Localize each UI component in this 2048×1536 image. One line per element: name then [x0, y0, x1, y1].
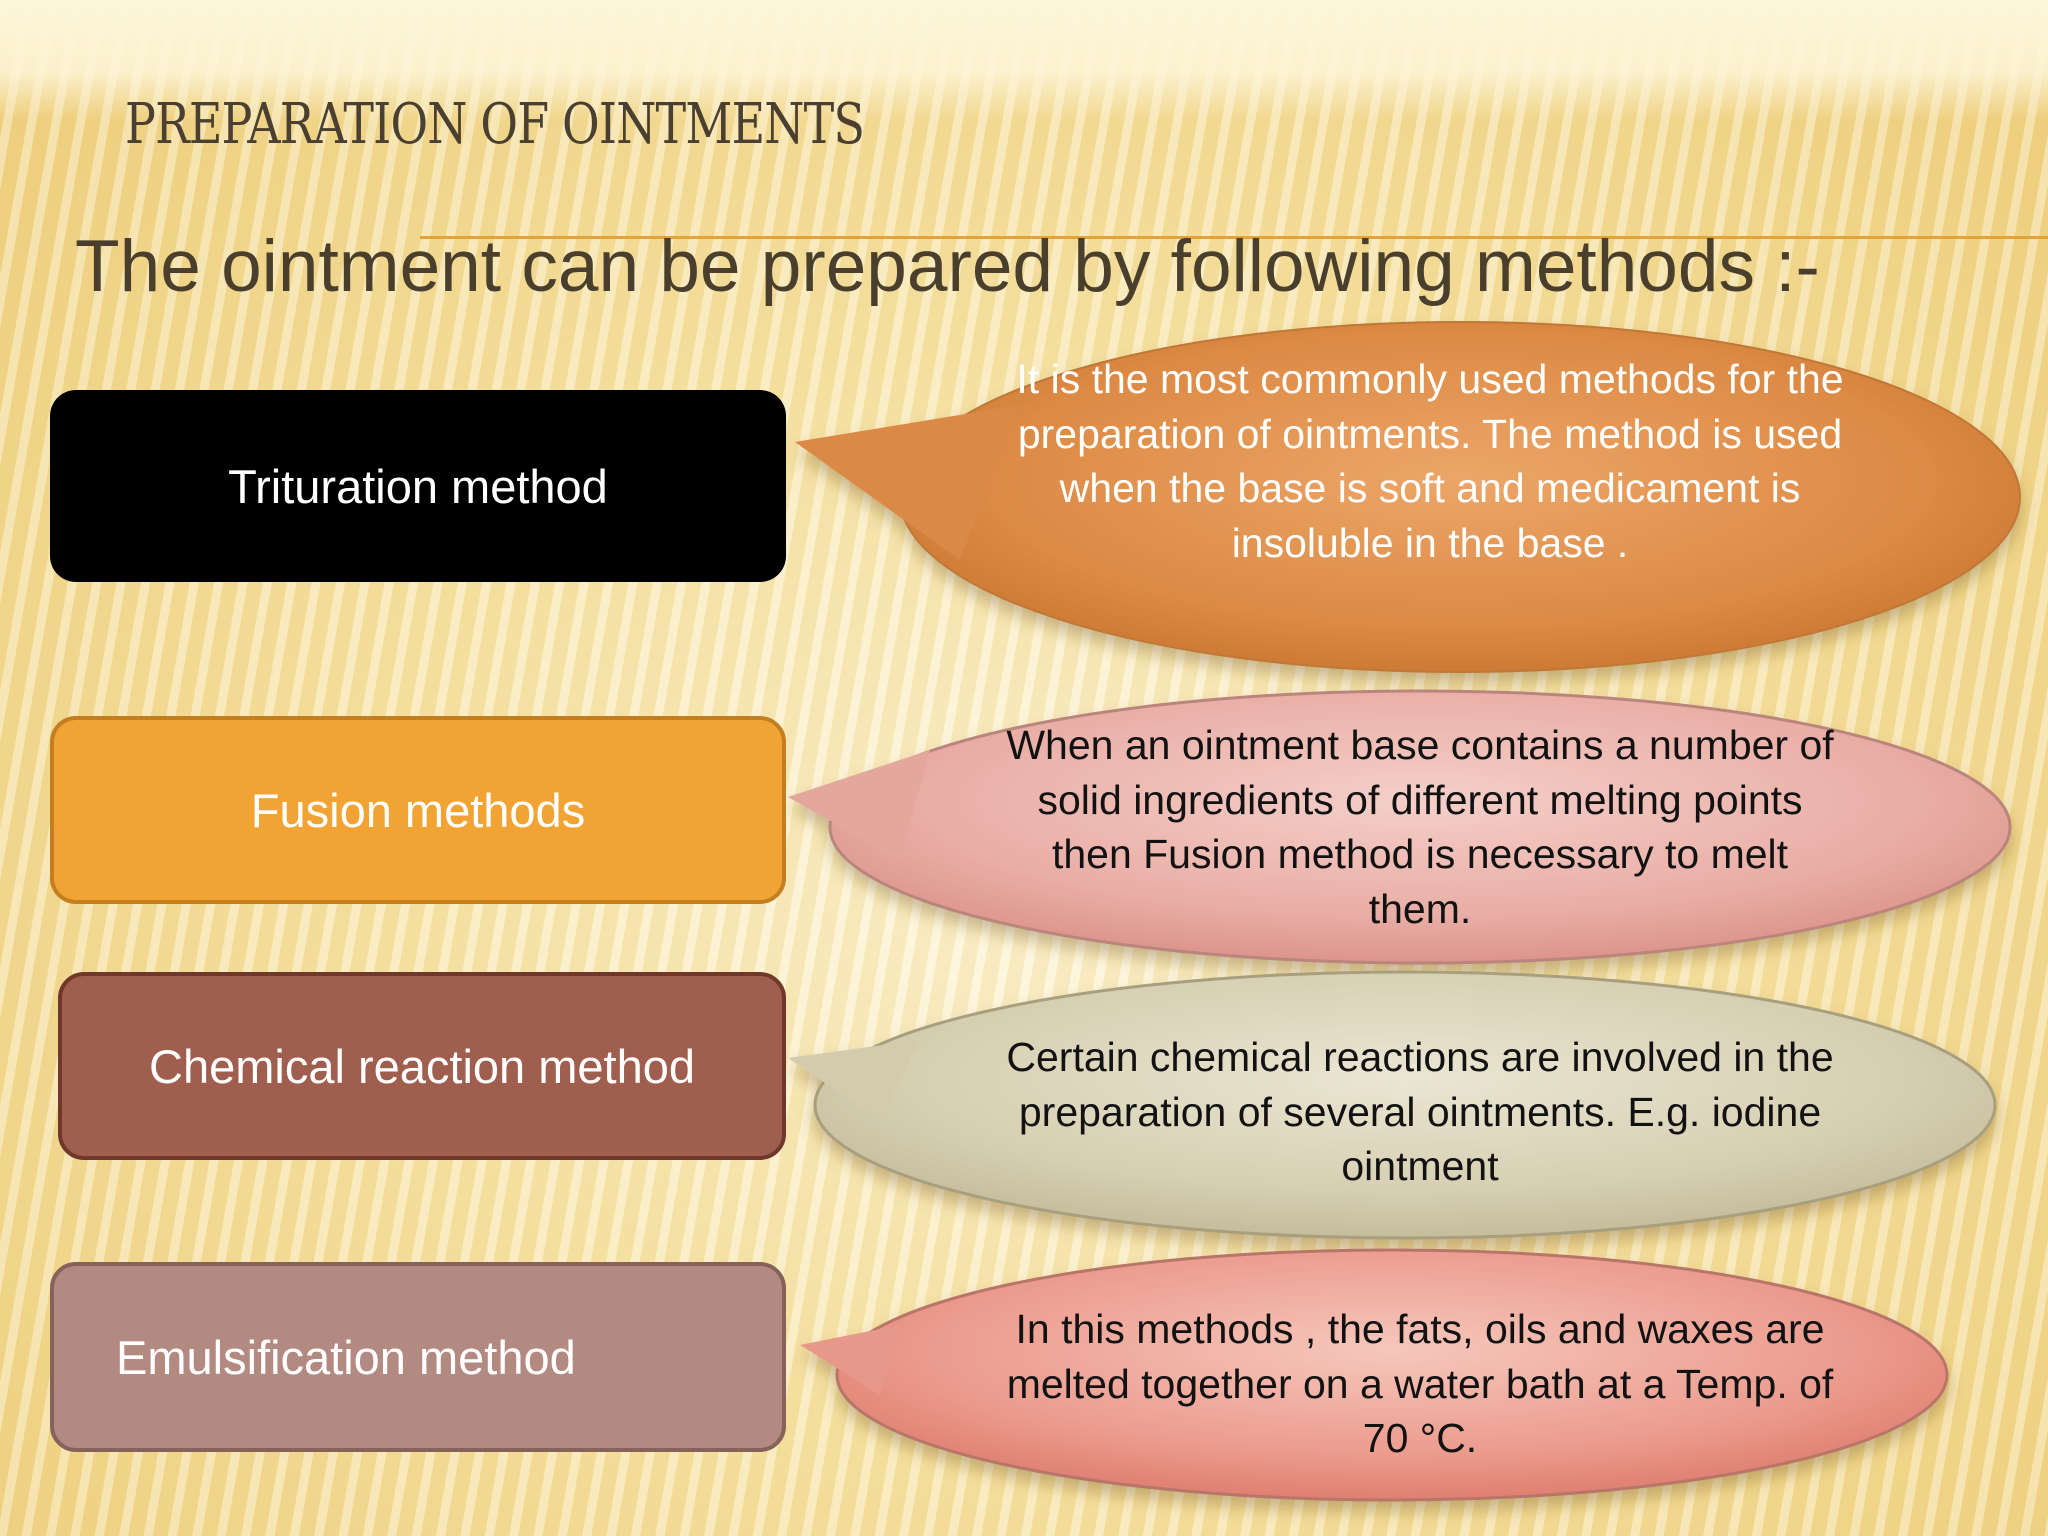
method-box-fusion: Fusion methods	[50, 716, 786, 904]
callout-trituration	[795, 321, 2021, 673]
method-label: Emulsification method	[116, 1330, 576, 1384]
intro-text: The ointment can be prepared by followin…	[75, 226, 1820, 307]
callout-text-fusion: When an ointment base contains a number …	[1006, 722, 1834, 932]
method-label: Trituration method	[228, 459, 608, 513]
slide-title: PREPARATION OF OINTMENTS	[125, 92, 865, 157]
method-label: Chemical reaction method	[149, 1039, 695, 1093]
callout-text-emulsification: In this methods , the fats, oils and wax…	[1006, 1306, 1834, 1461]
title-divider	[420, 236, 2048, 239]
callout-text-trituration: It is the most commonly used methods for…	[1016, 356, 1844, 566]
callout-chemical	[788, 970, 1997, 1240]
method-box-emulsification: Emulsification method	[50, 1262, 786, 1452]
callout-text-chemical-reaction: Certain chemical reactions are involved …	[1006, 1034, 1834, 1189]
method-label: Fusion methods	[250, 783, 586, 837]
callout-emulsification	[800, 1248, 1949, 1502]
method-box-trituration: Trituration method	[50, 390, 786, 582]
callout-fusion	[788, 689, 2012, 965]
method-box-chemical-reaction: Chemical reaction method	[58, 972, 786, 1160]
slide-header-band	[0, 0, 2048, 120]
